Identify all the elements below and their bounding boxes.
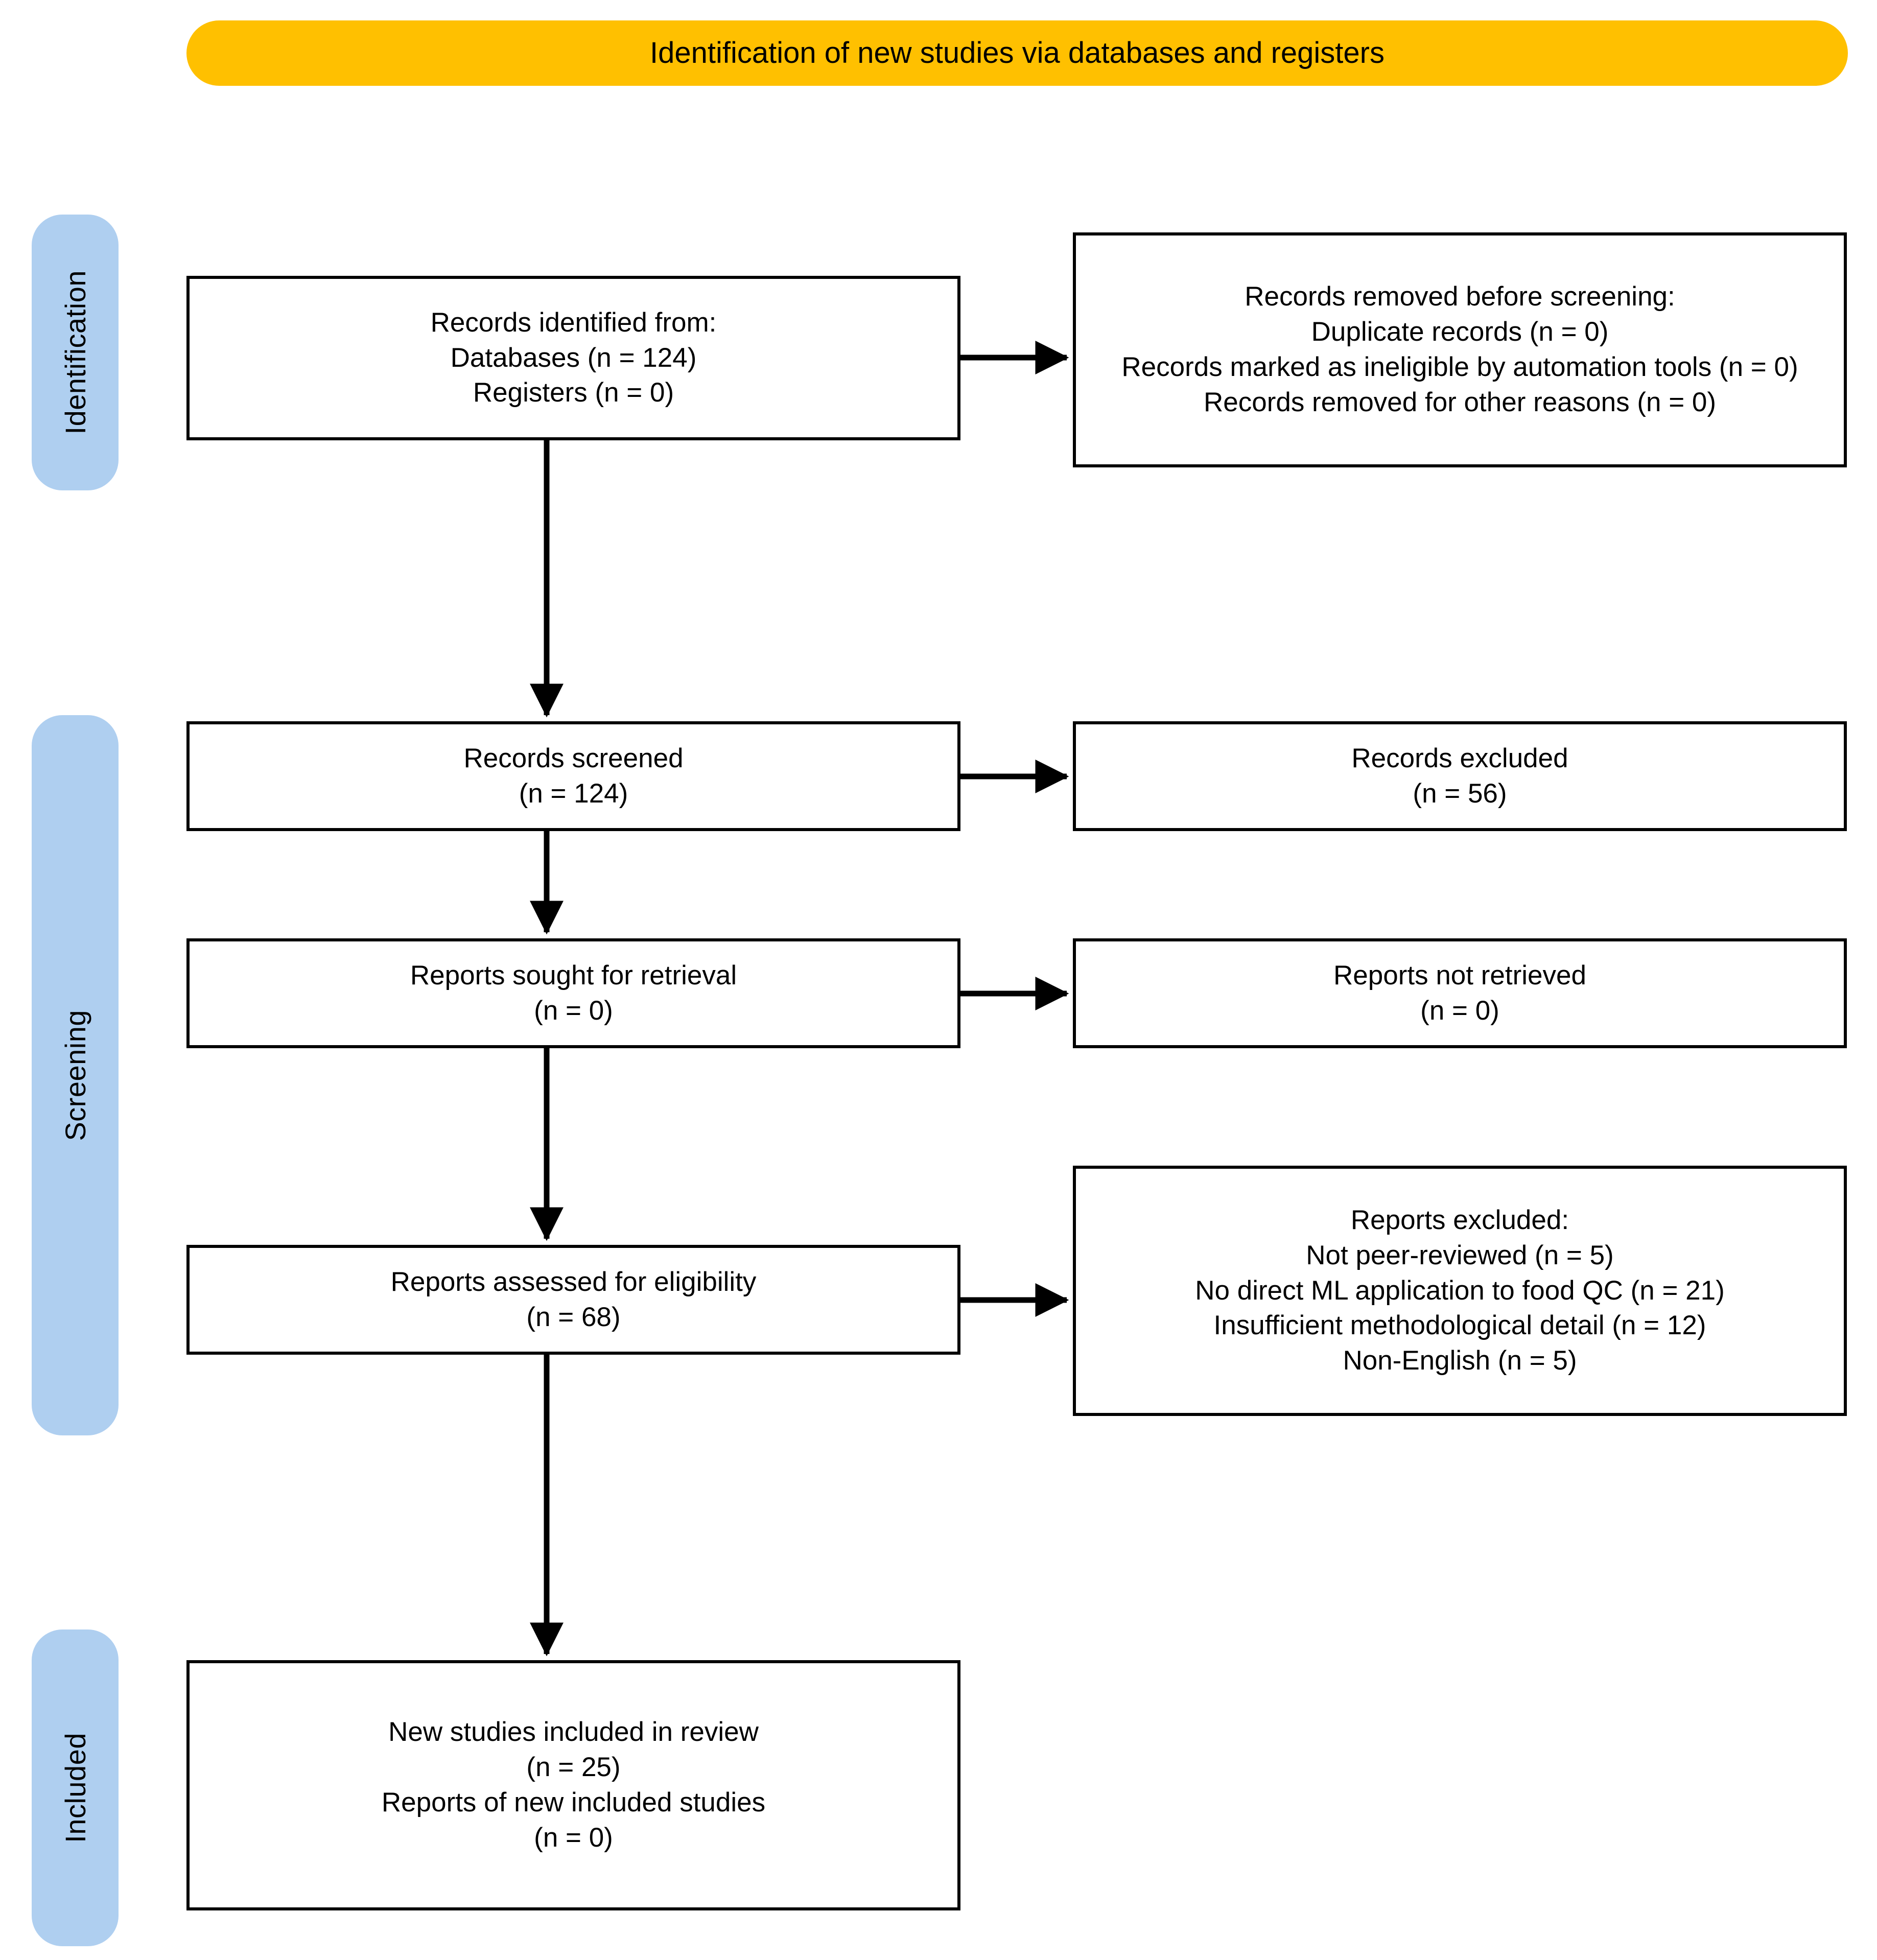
reports-excluded-line-4: Insufficient methodological detail (n = … (1213, 1310, 1706, 1341)
box-reports-assessed: Reports assessed for eligibility (n = 68… (186, 1245, 960, 1355)
records-excluded-line-1: Records excluded (1351, 743, 1568, 773)
records-identified-line-2: Databases (n = 124) (450, 342, 697, 373)
header-title: Identification of new studies via databa… (650, 36, 1385, 70)
reports-assessed-line-1: Reports assessed for eligibility (390, 1266, 757, 1297)
records-removed-line-4: Records removed for other reasons (n = 0… (1203, 387, 1717, 417)
reports-sought-line-2: (n = 0) (534, 995, 613, 1026)
new-studies-included-line-3: Reports of new included studies (381, 1787, 766, 1817)
stage-label-identification: Identification (32, 215, 119, 490)
stage-label-screening-text: Screening (59, 1009, 91, 1141)
box-records-removed: Records removed before screening: Duplic… (1073, 232, 1847, 467)
box-reports-sought: Reports sought for retrieval (n = 0) (186, 938, 960, 1048)
records-identified-line-1: Records identified from: (430, 307, 717, 338)
new-studies-included-line-1: New studies included in review (388, 1717, 759, 1748)
box-records-screened: Records screened (n = 124) (186, 721, 960, 831)
stage-label-included: Included (32, 1630, 119, 1946)
records-excluded-line-2: (n = 56) (1413, 778, 1507, 809)
box-new-studies-included: New studies included in review (n = 25) … (186, 1660, 960, 1910)
reports-not-retrieved-line-2: (n = 0) (1420, 995, 1499, 1026)
reports-excluded-line-1: Reports excluded: (1350, 1205, 1569, 1235)
records-screened-line-1: Records screened (463, 743, 684, 773)
box-reports-not-retrieved: Reports not retrieved (n = 0) (1073, 938, 1847, 1048)
records-removed-line-3: Records marked as ineligible by automati… (1121, 352, 1798, 382)
box-records-identified: Records identified from: Databases (n = … (186, 276, 960, 440)
reports-not-retrieved-line-1: Reports not retrieved (1333, 960, 1586, 990)
box-reports-excluded: Reports excluded: Not peer-reviewed (n =… (1073, 1166, 1847, 1416)
reports-excluded-line-3: No direct ML application to food QC (n =… (1195, 1275, 1725, 1306)
reports-excluded-line-2: Not peer-reviewed (n = 5) (1306, 1240, 1614, 1270)
header-banner: Identification of new studies via databa… (186, 20, 1848, 86)
stage-label-identification-text: Identification (59, 270, 91, 435)
reports-excluded-line-5: Non-English (n = 5) (1343, 1345, 1577, 1376)
records-screened-line-2: (n = 124) (519, 778, 628, 809)
records-removed-line-2: Duplicate records (n = 0) (1311, 317, 1609, 347)
new-studies-included-line-4: (n = 0) (534, 1822, 613, 1853)
box-records-excluded: Records excluded (n = 56) (1073, 721, 1847, 831)
reports-sought-line-1: Reports sought for retrieval (410, 960, 737, 990)
new-studies-included-line-2: (n = 25) (526, 1752, 621, 1783)
stage-label-included-text: Included (59, 1733, 91, 1843)
stage-label-screening: Screening (32, 715, 119, 1435)
reports-assessed-line-2: (n = 68) (526, 1302, 621, 1332)
records-identified-line-3: Registers (n = 0) (473, 377, 674, 408)
records-removed-line-1: Records removed before screening: (1245, 281, 1675, 312)
